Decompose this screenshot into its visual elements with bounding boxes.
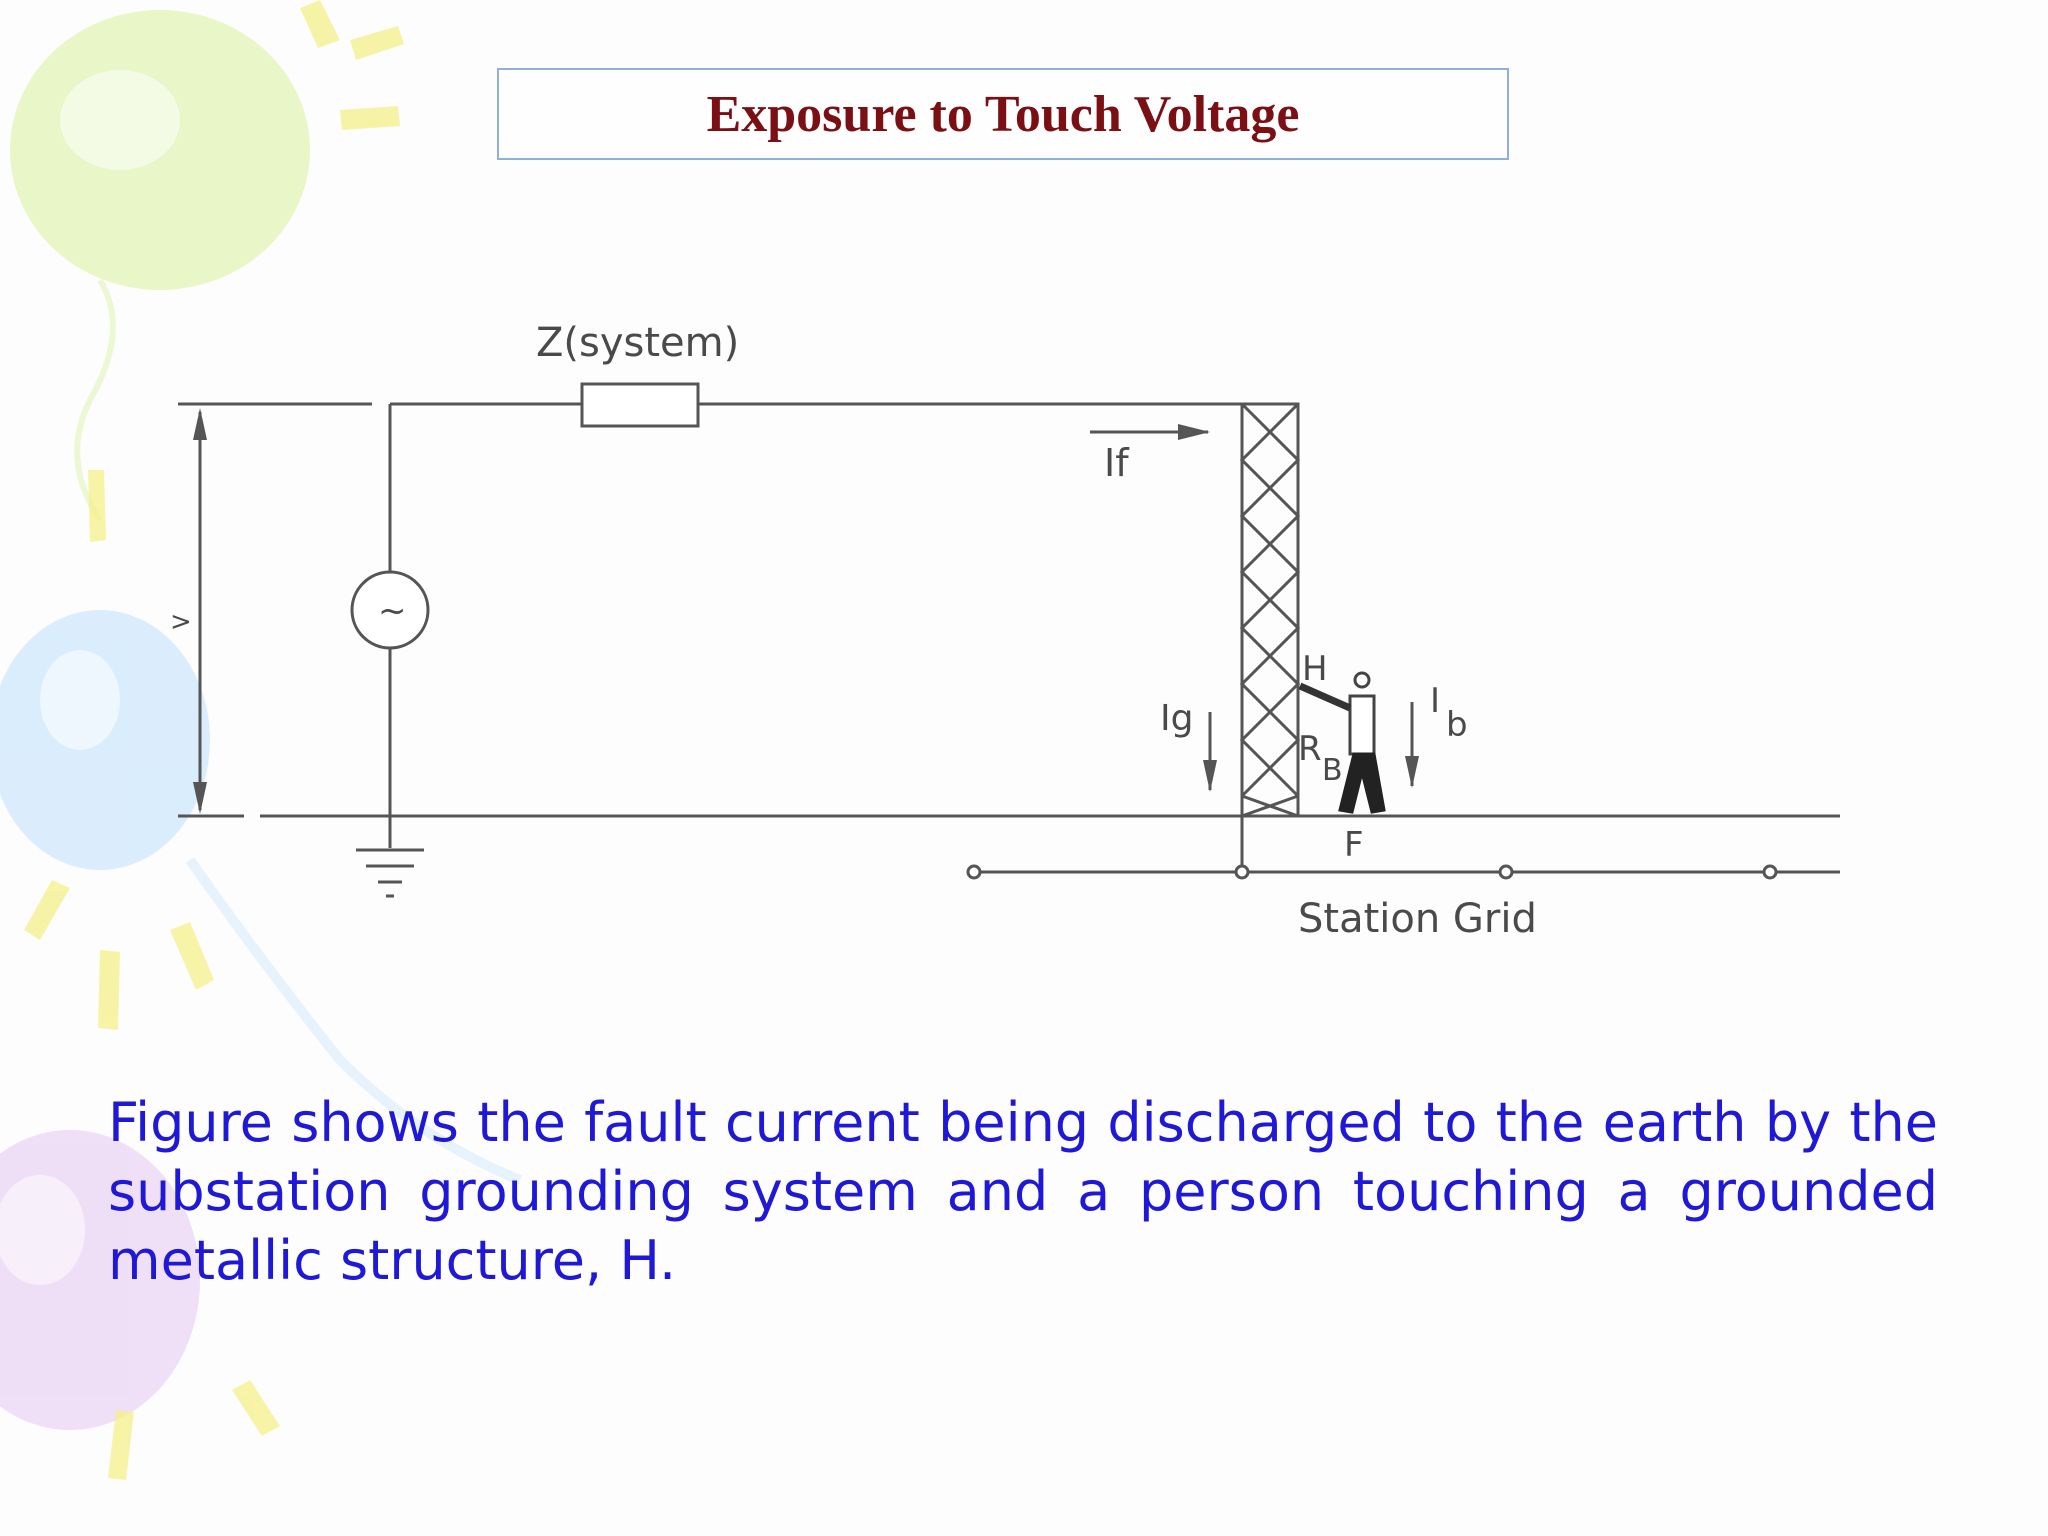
rb-label-main: R [1298,729,1322,769]
balloon-purple-icon [0,1130,200,1430]
voltage-marker-label: > [170,607,192,637]
rb-label-subscript: B [1322,753,1343,788]
person-figure-icon [1298,671,1386,814]
title-box: Exposure to Touch Voltage [497,68,1509,160]
system-impedance-box [580,382,700,428]
ground-symbol-icon [356,816,424,898]
slide-title: Exposure to Touch Voltage [706,85,1300,143]
ib-label-main: I [1430,681,1440,721]
ig-label: Ig [1160,698,1193,739]
grid-node-3 [1498,864,1514,880]
z-system-label: Z(system) [536,320,739,366]
balloon-blue-icon [0,610,522,1185]
f-label: F [1344,825,1364,865]
station-grid-label: Station Grid [1298,896,1537,942]
sunburst-icon [24,0,404,1480]
ib-label-subscript: b [1446,705,1468,745]
slide-caption: Figure shows the fault current being dis… [108,1091,1938,1292]
balloon-green-icon [10,10,310,522]
h-label: H [1302,649,1328,689]
ac-source-symbol: ~ [378,591,407,631]
steel-tower-structure [1239,402,1301,872]
grid-node-1 [966,864,982,880]
grid-node-4 [1762,864,1778,880]
if-label: If [1104,441,1130,485]
grid-node-2 [1234,864,1250,880]
